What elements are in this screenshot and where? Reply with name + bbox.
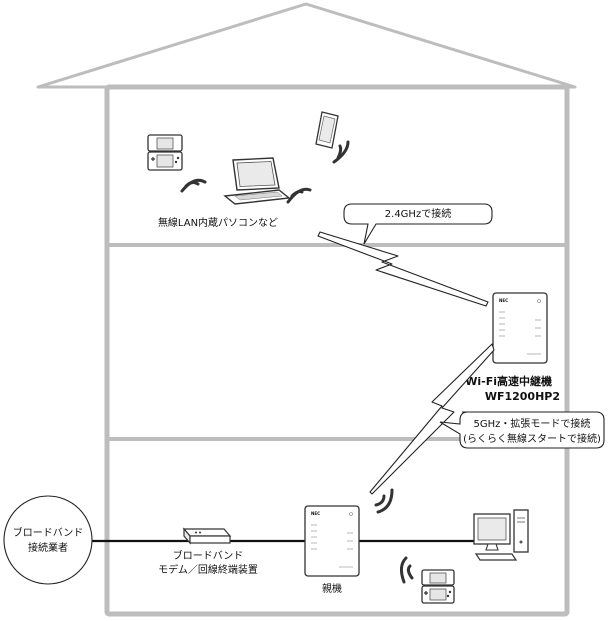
callout-5ghz: 5GHz・拡張モードで接続 (らくらく無線スタートで接続) — [439, 411, 605, 449]
modem-label-line1: ブロードバンド — [173, 549, 244, 562]
wifi-signal-icon — [374, 488, 414, 584]
router-icon: NEC — [304, 505, 360, 577]
parent-label: 親機 — [322, 582, 342, 595]
devices-label: 無線LAN内蔵パソコンなど — [158, 216, 278, 229]
callout-5ghz-line1: 5GHz・拡張モードで接続 — [474, 417, 591, 430]
callout-24ghz: 2.4GHzで接続 — [343, 203, 493, 245]
isp-circle: ブロードバンド 接続業者 — [3, 495, 93, 585]
device-brand: NEC — [499, 298, 508, 303]
lightning-link-icon — [317, 231, 489, 307]
laptop-icon — [223, 157, 291, 205]
repeater-device: NEC — [492, 292, 548, 364]
desktop-pc-icon — [473, 509, 529, 561]
game-console-icon — [147, 134, 183, 171]
callout-24ghz-text: 2.4GHzで接続 — [385, 207, 451, 220]
lightning-link-icon — [369, 343, 495, 495]
repeater-name-line1: Wi-Fi高速中継機 — [465, 374, 552, 388]
isp-label-line1: ブロードバンド — [13, 526, 84, 539]
wifi-signal-icon — [180, 140, 350, 204]
smartphone-icon — [315, 111, 339, 149]
isp-label-line2: 接続業者 — [28, 541, 68, 554]
callout-5ghz-line2: (らくらく無線スタートで接続) — [463, 432, 601, 445]
game-console-icon — [421, 569, 455, 604]
modem-icon — [182, 527, 232, 545]
modem-label-line2: モデム／回線終端装置 — [158, 563, 258, 576]
repeater-name-line2: WF1200HP2 — [485, 390, 560, 403]
device-brand: NEC — [311, 511, 320, 516]
